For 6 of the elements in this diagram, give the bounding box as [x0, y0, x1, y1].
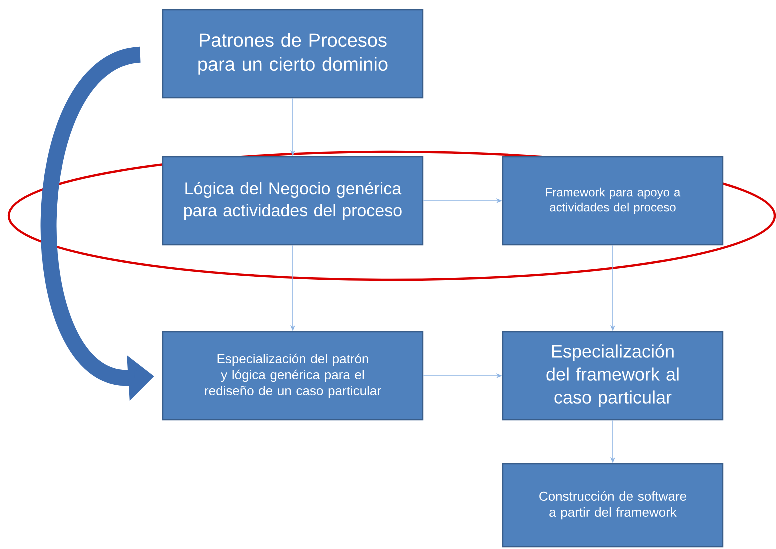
- process-box: Lógica del Negocio genérica para actividades del proceso: [162, 156, 424, 246]
- process-box: Especialización del framework al caso particular: [502, 331, 724, 421]
- process-box: Patrones de Procesos para un cierto dominio: [162, 9, 424, 99]
- process-box: Framework para apoyo a actividades del proceso: [502, 156, 724, 246]
- process-box: Especialización del patrón y lógica genérica para el rediseño de un caso particular: [162, 331, 424, 421]
- process-box: Construcción de software a partir del framework: [502, 463, 724, 548]
